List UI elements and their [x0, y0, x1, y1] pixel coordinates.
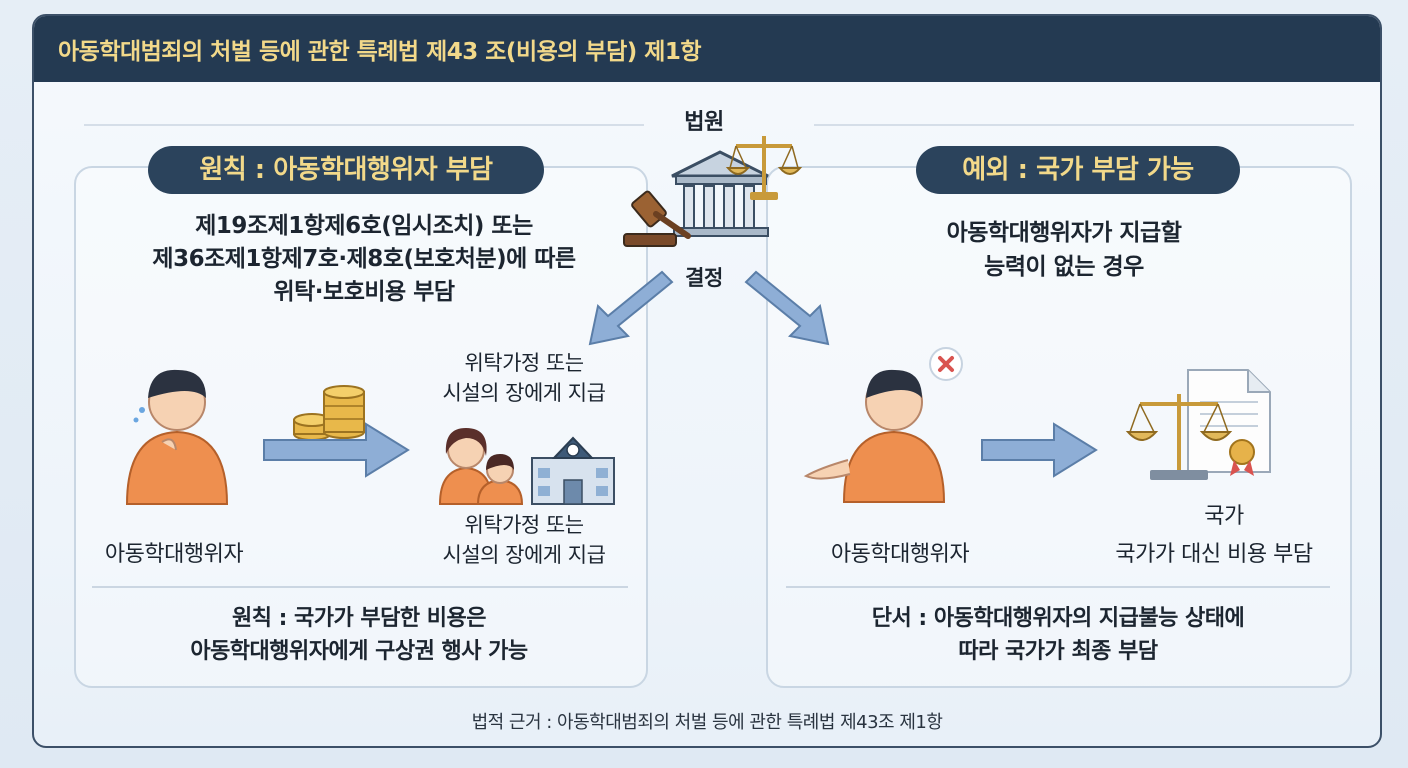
state-scales-icon [1125, 394, 1233, 480]
arrow-to-exception [744, 270, 830, 346]
perpetrator-unable-icon [803, 347, 963, 503]
state-document-icon [1187, 369, 1271, 476]
exception-footer-line: 따라 국가가 최종 부담 [958, 639, 1158, 664]
perpetrator-label-left: 아동학대행위자 [104, 542, 244, 567]
header-bar: 아동학대범죄의 처벌 등에 관한 특례법 제43 조(비용의 부담) 제1항 [34, 16, 1380, 82]
arrow-right-exception-icon [981, 422, 1098, 478]
principle-footer: 원칙 : 국가가 부담한 비용은 아동학대행위자에게 구상권 행사 가능 [94, 602, 624, 668]
legal-basis-footnote: 법적 근거 : 아동학대범죄의 처벌 등에 관한 특례법 제43조 제1항 [471, 712, 943, 733]
state-label: 국가 [1204, 504, 1244, 529]
infographic-card: 아동학대범죄의 처벌 등에 관한 특례법 제43 조(비용의 부담) 제1항 원… [32, 14, 1382, 748]
payee-top-line: 시설의 장에게 지급 [442, 381, 606, 405]
principle-desc-line: 제36조제1항제7호·제8호(보호처분)에 따른 [152, 246, 576, 272]
top-left-rule [84, 124, 644, 126]
exception-desc-line: 능력이 없는 경우 [984, 254, 1144, 280]
scales-icon [725, 136, 803, 200]
exception-footer-line: 단서 : 아동학대행위자의 지급불능 상태에 [871, 606, 1245, 631]
arrow-to-principle [588, 270, 674, 346]
court-label: 법원 [684, 110, 724, 135]
principle-desc-line: 위탁·보호비용 부담 [273, 279, 455, 305]
state-description: 국가가 대신 비용 부담 [1115, 542, 1313, 567]
facility-building-icon [531, 436, 615, 505]
payee-top-line: 위탁가정 또는 [464, 351, 584, 375]
arrow-right-icon [263, 422, 410, 478]
foster-family-icon [438, 428, 524, 505]
coins-icon [293, 385, 365, 441]
perpetrator-icon [125, 369, 229, 505]
principle-description: 제19조제1항제6호(임시조치) 또는 제36조제1항제7호·제8호(보호처분)… [94, 210, 634, 309]
exception-divider [786, 586, 1330, 588]
exception-pill: 예외 : 국가 부담 가능 [916, 146, 1240, 194]
header-title: 아동학대범죄의 처벌 등에 관한 특례법 제43 조(비용의 부담) 제1항 [58, 39, 702, 65]
exception-description: 아동학대행위자가 지급할 능력이 없는 경우 [794, 216, 1334, 284]
payee-label-top: 위탁가정 또는 시설의 장에게 지급 [414, 348, 634, 408]
exception-desc-line: 아동학대행위자가 지급할 [946, 220, 1182, 246]
perpetrator-label-right: 아동학대행위자 [830, 542, 970, 567]
decision-label: 결정 [685, 266, 723, 290]
principle-footer-line: 아동학대행위자에게 구상권 행사 가능 [190, 639, 528, 664]
payee-bottom-line: 시설의 장에게 지급 [442, 543, 606, 567]
top-right-rule [814, 124, 1354, 126]
principle-desc-line: 제19조제1항제6호(임시조치) 또는 [195, 213, 533, 239]
principle-footer-line: 원칙 : 국가가 부담한 비용은 [231, 606, 487, 631]
principle-pill: 원칙 : 아동학대행위자 부담 [148, 146, 544, 194]
principle-divider [92, 586, 628, 588]
payee-bottom-line: 위탁가정 또는 [464, 513, 584, 537]
gavel-icon [623, 190, 691, 247]
exception-footer: 단서 : 아동학대행위자의 지급불능 상태에 따라 국가가 최종 부담 [786, 602, 1330, 668]
payee-label-bottom: 위탁가정 또는 시설의 장에게 지급 [414, 510, 634, 570]
